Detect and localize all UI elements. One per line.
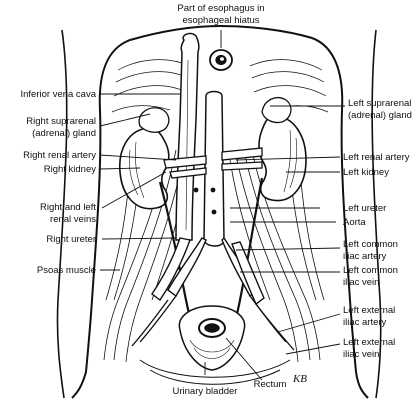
label-esophagus-line2: esophageal hiatus [182, 15, 259, 26]
artist-signature: KB [292, 373, 307, 385]
aorta [203, 90, 225, 247]
side-edges [56, 29, 382, 399]
inferior-vena-cava [175, 32, 200, 241]
labels-left: Inferior vena cava Right suprarenal (adr… [20, 89, 96, 276]
label-left-external-iliac-artery-line2: iliac artery [343, 317, 387, 328]
label-psoas-muscle: Psoas muscle [37, 265, 96, 276]
label-left-common-iliac-vein-line2: iliac vein [343, 277, 379, 288]
right-suprarenal-gland [138, 107, 170, 133]
label-right-renal-artery: Right renal artery [23, 150, 96, 161]
common-iliac-vessels [151, 236, 265, 306]
label-inferior-vena-cava: Inferior vena cava [20, 89, 96, 100]
label-left-suprarenal-line2: (adrenal) gland [348, 110, 412, 121]
label-left-common-iliac-vein-line1: Left common [343, 265, 398, 276]
label-left-ureter: Left ureter [343, 203, 386, 214]
label-right-suprarenal-line1: Right suprarenal [26, 116, 96, 127]
label-renal-veins-line1: Right and left [40, 202, 96, 213]
inferior-vena-cava-shading [185, 59, 189, 231]
label-left-renal-artery: Left renal artery [343, 152, 410, 163]
labels-top-bottom: Part of esophagus in esophageal hiatus U… [173, 3, 308, 397]
labels-right: Left suprarenal (adrenal) gland Left ren… [343, 98, 412, 360]
label-left-external-iliac-artery-line1: Left external [343, 305, 395, 316]
label-left-kidney: Left kidney [343, 167, 389, 178]
right-kidney-shading [128, 141, 145, 199]
label-right-ureter: Right ureter [46, 234, 96, 245]
label-aorta: Aorta [343, 217, 366, 228]
esophagus [209, 49, 233, 71]
label-left-common-iliac-artery-line2: iliac artery [343, 251, 387, 262]
label-right-kidney: Right kidney [44, 164, 97, 175]
renal-vessels [163, 147, 263, 179]
left-suprarenal-gland [261, 97, 292, 124]
right-kidney [118, 127, 170, 210]
label-left-suprarenal-line1: Left suprarenal [348, 98, 411, 109]
aorta-branches [193, 187, 217, 215]
label-right-suprarenal-line2: (adrenal) gland [32, 128, 96, 139]
leader-lines [99, 30, 345, 381]
external-iliac-vessels [131, 295, 295, 351]
label-urinary-bladder: Urinary bladder [173, 386, 238, 397]
rectum [198, 318, 226, 338]
pelvic-floor [139, 359, 291, 385]
label-left-external-iliac-vein-line2: iliac vein [343, 349, 379, 360]
abdominal-wall-outline [71, 24, 369, 399]
label-rectum: Rectum [254, 379, 287, 390]
bladder-shading [189, 339, 235, 359]
label-left-common-iliac-artery-line1: Left common [343, 239, 398, 250]
label-esophagus-line1: Part of esophagus in [177, 3, 264, 14]
label-renal-veins-line2: renal veins [50, 214, 96, 225]
left-kidney-shading [283, 129, 298, 193]
label-left-external-iliac-vein-line1: Left external [343, 337, 395, 348]
